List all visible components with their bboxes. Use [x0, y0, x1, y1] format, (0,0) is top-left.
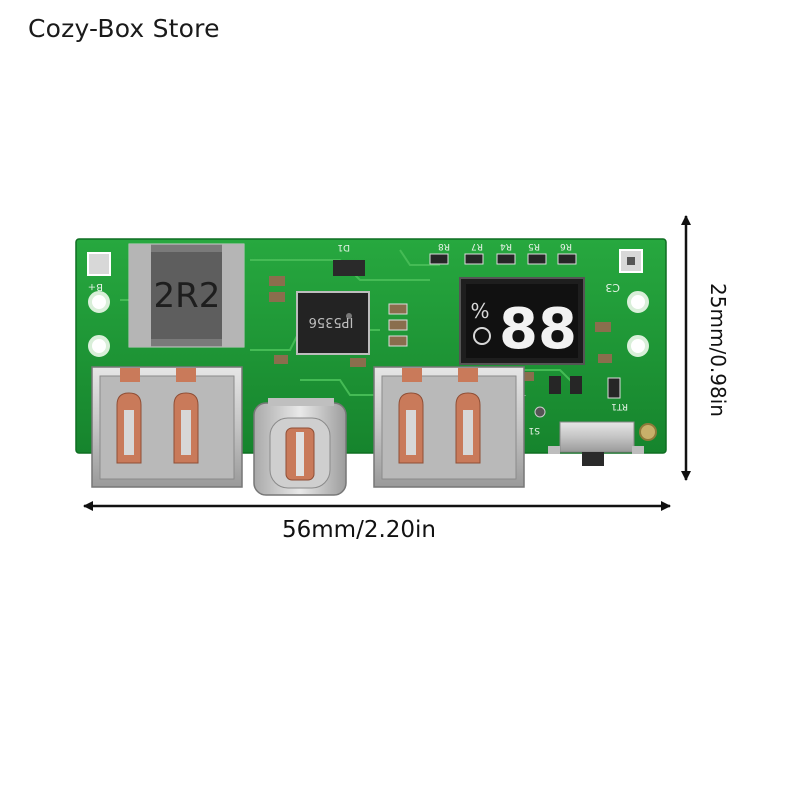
width-dimension-label: 56mm/2.20in — [282, 517, 437, 543]
svg-text:R7: R7 — [471, 241, 483, 251]
led-display: % 88 — [459, 277, 585, 365]
svg-text:R6: R6 — [560, 241, 572, 251]
inductor-marking: 2R2 — [154, 276, 221, 316]
usb-a-port-right — [373, 366, 525, 488]
svg-text:C3: C3 — [605, 281, 620, 294]
power-ic: IP5356 — [296, 291, 370, 355]
svg-text:R4: R4 — [500, 241, 512, 251]
svg-text:D1: D1 — [337, 242, 350, 252]
inductor: 2R2 — [128, 243, 245, 348]
height-dimension-label: 25mm/0.98in — [706, 283, 730, 417]
mounting-holes — [88, 291, 657, 441]
usb-a-port-left — [91, 366, 243, 488]
diode — [333, 260, 365, 276]
passive-components — [269, 253, 621, 418]
svg-text:R8: R8 — [438, 241, 450, 251]
store-name: Cozy-Box Store — [28, 14, 220, 43]
svg-text:R5: R5 — [528, 241, 540, 251]
svg-text:S1: S1 — [529, 425, 540, 435]
usb-c-port — [253, 398, 347, 496]
display-percent: % — [470, 299, 489, 323]
ic-marking: IP5356 — [309, 314, 354, 329]
svg-text:B+: B+ — [88, 281, 103, 292]
push-switch — [548, 421, 644, 466]
svg-text:RT1: RT1 — [611, 401, 628, 411]
display-digits: 88 — [499, 297, 577, 362]
